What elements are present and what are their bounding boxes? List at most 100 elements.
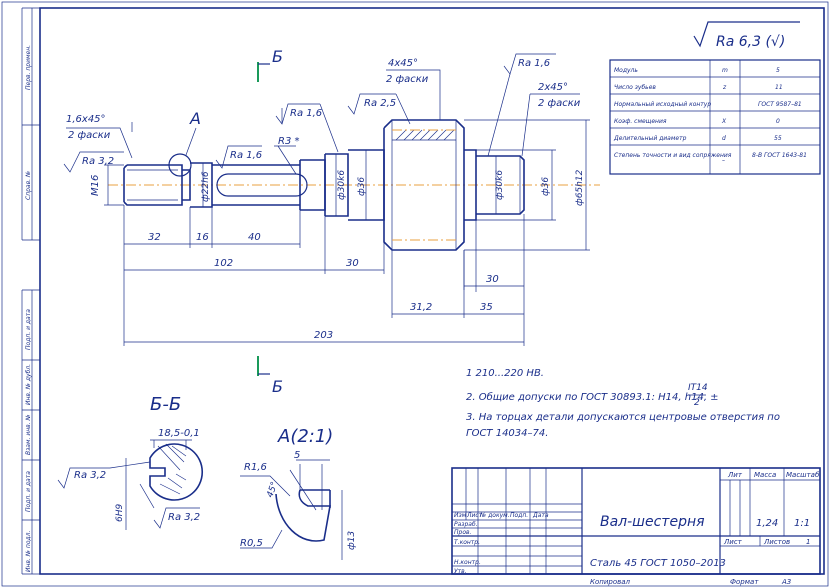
param-name: Степень точности и вид сопряжения xyxy=(614,152,732,159)
tb-row: Н.контр. xyxy=(454,559,481,566)
note-1: 1 210...220 НВ. xyxy=(466,368,544,379)
stamp-text: Инв. № подл. xyxy=(25,531,32,572)
chamfer-mid-count: 2 фаски xyxy=(386,74,429,85)
stamp-text: Взам. инв. № xyxy=(25,414,32,455)
tb-col-sign: Подп. xyxy=(510,512,528,519)
part-name: Вал-шестерня xyxy=(600,514,705,530)
param-val: ГОСТ 9587–81 xyxy=(758,101,802,108)
bb-ra-2: Ra 3,2 xyxy=(168,512,200,523)
dim-102: 102 xyxy=(214,258,233,269)
note-2: 2. Общие допуски по ГОСТ 30893.1: Н14, h… xyxy=(466,391,719,403)
gear-params-table: Модуль m 5 Число зубьев z 11 Нормальный … xyxy=(609,59,821,175)
tb-format-val: А3 xyxy=(781,578,791,586)
title-block: Изм Лист № докум. Подп. Дата Разраб. Про… xyxy=(451,467,821,586)
dim-32: 32 xyxy=(148,232,161,243)
tb-sheet-label: Лист xyxy=(723,538,743,546)
param-val: 5 xyxy=(776,67,780,74)
r3-text: R3 * xyxy=(278,136,300,147)
tb-col-izm: Изм xyxy=(454,512,467,519)
param-val: 55 xyxy=(774,135,782,142)
dim-16: 16 xyxy=(196,232,209,243)
bb-dim: 18,5-0,1 xyxy=(158,428,200,439)
tb-copied: Копировал xyxy=(590,578,631,586)
roughness-gear: Ra 2,5 xyxy=(347,93,411,125)
tb-row: Разраб. xyxy=(454,521,478,528)
tb-mass-label: Масса xyxy=(754,471,776,479)
param-name: Нормальный исходный контур xyxy=(614,101,711,108)
note-fraction-num: IT14 xyxy=(688,383,708,393)
dim-d65: ф65h12 xyxy=(575,169,585,206)
dim-40: 40 xyxy=(248,232,261,243)
section-b-markers: Б Б xyxy=(257,47,283,396)
tb-sheets-label: Листов xyxy=(763,538,790,546)
roughness-left-text: Ra 3,2 xyxy=(82,156,114,167)
section-bb-view: Б-Б 18,5-0,1 Ra 3,2 Ra 3,2 6Н9 xyxy=(57,394,204,530)
stamp-text: Подп. и дата xyxy=(25,309,32,350)
tb-row: Пров. xyxy=(454,529,472,536)
view-a-dim-5: 5 xyxy=(294,450,300,461)
chamfer-left-count: 2 фаски xyxy=(68,130,111,141)
dim-m16: М16 xyxy=(90,175,101,196)
section-b-label-bottom: Б xyxy=(272,377,283,396)
roughness-left: Ra 3,2 xyxy=(63,151,124,173)
tb-col-list: Лист xyxy=(466,512,483,519)
param-name: Число зубьев xyxy=(614,84,656,91)
note-3-cont: ГОСТ 14034–74. xyxy=(466,428,548,439)
material: Сталь 45 ГОСТ 1050–2013 xyxy=(590,558,726,569)
bb-ra-1: Ra 3,2 xyxy=(74,470,106,481)
gear-hatching xyxy=(392,129,456,241)
dim-31-2: 31,2 xyxy=(410,302,432,313)
tb-mass: 1,24 xyxy=(756,518,778,529)
param-sym: m xyxy=(722,67,728,74)
dim-30-left: 30 xyxy=(346,258,359,269)
bb-width: 6Н9 xyxy=(115,504,125,522)
param-name: Модуль xyxy=(614,67,638,74)
view-a-title: А(2:1) xyxy=(277,426,333,447)
chamfer-left: 1,6х45° 2 фаски xyxy=(66,114,133,159)
roughness-d30-text: Ra 1,6 xyxy=(290,108,322,119)
general-roughness: Ra 6,3 (√) xyxy=(693,21,800,50)
param-val: 0 xyxy=(776,118,780,125)
view-a-d13: ф13 xyxy=(347,531,357,550)
chamfer-right-count: 2 фаски xyxy=(538,98,581,109)
chamfer-mid-text: 4х45° xyxy=(388,58,418,69)
chamfer-mid: 4х45° 2 фаски xyxy=(386,58,441,120)
tb-col-date: Дата xyxy=(532,512,549,519)
inner-frame xyxy=(39,7,825,575)
param-sym: d xyxy=(722,135,726,142)
section-b-label-top: Б xyxy=(272,47,283,66)
general-roughness-text: Ra 6,3 (√) xyxy=(716,34,785,50)
tb-row: Т.контр. xyxy=(454,539,480,546)
tb-format: Формат xyxy=(730,578,759,586)
tb-col-doc: № докум. xyxy=(479,512,510,519)
radius-r3: R3 * xyxy=(274,136,300,175)
stamp-text: Подп. и дата xyxy=(25,471,32,512)
note-fraction-den: 2 xyxy=(694,398,700,408)
view-a-r05: R0,5 xyxy=(240,538,263,549)
roughness-right-text: Ra 1,6 xyxy=(518,58,550,69)
roughness-gear-text: Ra 2,5 xyxy=(364,98,396,109)
tb-sheets: 1 xyxy=(806,538,810,546)
side-stamp: Перв. примен. Справ. № Подп. и дата Инв.… xyxy=(21,7,40,575)
view-a-marker: А xyxy=(189,109,201,128)
view-a-detail: А(2:1) 5 R1,6 45° R0,5 ф13 xyxy=(240,426,357,560)
shaft-outline xyxy=(123,119,525,251)
tb-scale: 1:1 xyxy=(794,518,810,529)
param-sym: X xyxy=(721,118,727,125)
roughness-d30-left: Ra 1,6 xyxy=(275,103,339,153)
param-name: Коэф. смещения xyxy=(614,118,667,125)
dim-d30-left: ф30k6 xyxy=(337,170,347,200)
param-sym: – xyxy=(722,157,725,164)
dim-d36-right: ф36 xyxy=(541,177,551,196)
roughness-right: Ra 1,6 xyxy=(487,53,556,157)
roughness-d22: Ra 1,6 xyxy=(215,145,262,169)
chamfer-right: 2х45° 2 фаски xyxy=(521,82,581,157)
dim-203: 203 xyxy=(314,330,333,341)
stamp-text: Перв. примен. xyxy=(25,45,32,90)
dim-30-right: 30 xyxy=(486,274,499,285)
length-dimensions: 32 16 40 102 30 30 31,2 35 203 xyxy=(123,205,525,346)
section-bb-title: Б-Б xyxy=(150,394,181,415)
dim-d36-left: ф36 xyxy=(357,177,367,196)
